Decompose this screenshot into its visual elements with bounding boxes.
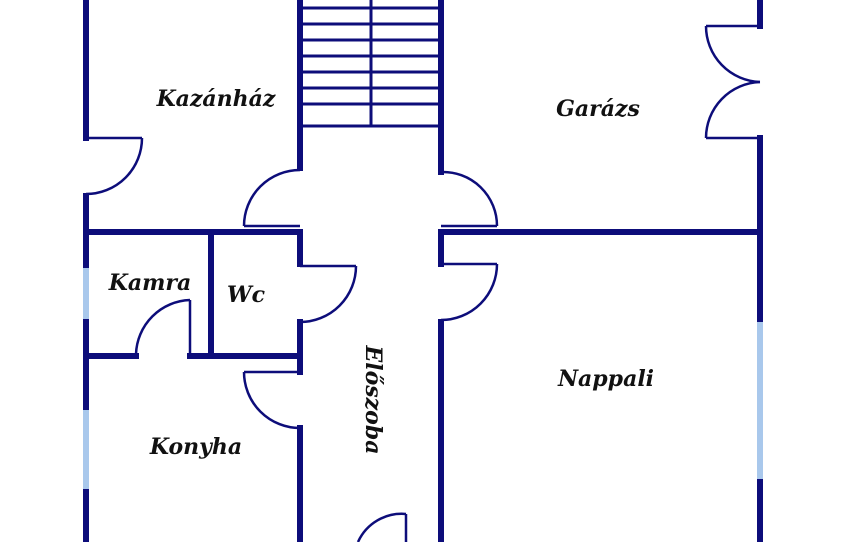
stair-right-door-swing	[440, 170, 499, 227]
room-label-garage: Garázs	[556, 96, 640, 122]
room-label-boiler-room: Kazánház	[156, 86, 276, 112]
room-label-wc: Wc	[227, 282, 266, 308]
room-label-kitchen: Konyha	[149, 434, 242, 460]
boiler-door-swing	[85, 137, 144, 196]
living-door-swing	[440, 263, 499, 322]
room-label-living-room: Nappali	[557, 366, 654, 392]
garage-door-swing-bottom	[704, 80, 761, 139]
stair-left-door-swing	[242, 168, 301, 227]
staircase	[300, 0, 441, 128]
entrance-door-swing	[356, 512, 407, 542]
kitchen-door-swing	[242, 371, 301, 430]
garage-door-swing-top	[704, 25, 761, 84]
room-label-pantry: Kamra	[108, 270, 192, 296]
pantry-door-swing	[134, 298, 191, 355]
room-label-hall: Előszoba	[360, 345, 386, 455]
wc-door-swing	[299, 265, 358, 324]
